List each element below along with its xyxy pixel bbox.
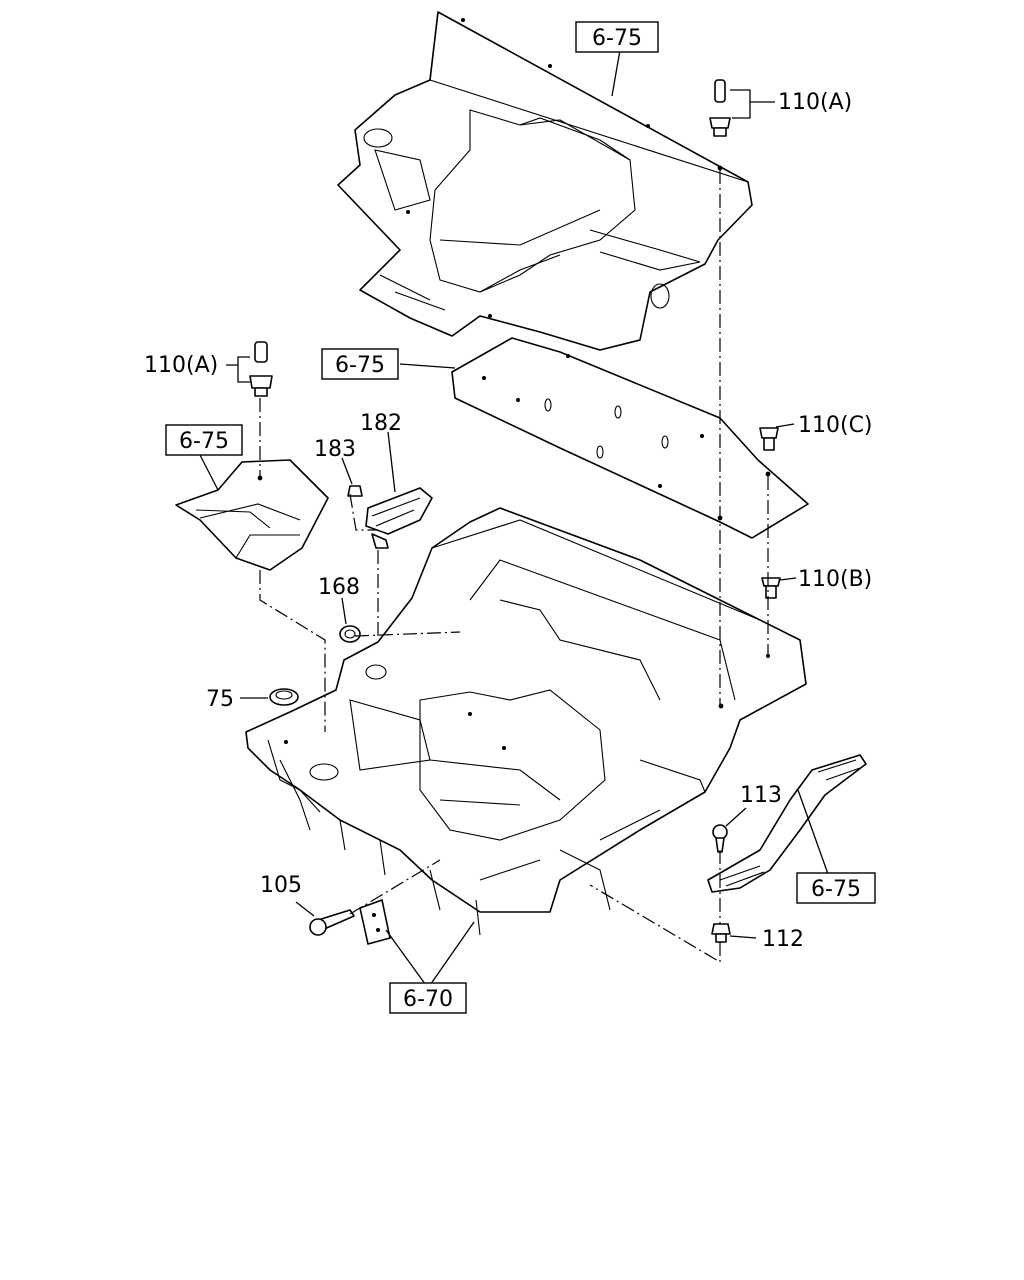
middle-plate <box>451 337 809 539</box>
clip-112 <box>711 923 731 943</box>
part-label-75: 75 <box>206 687 234 712</box>
part-label-183: 183 <box>314 437 356 462</box>
part-label-113: 113 <box>740 783 782 808</box>
ref-label-front-brackets: 6-70 <box>403 987 453 1012</box>
ref-box-left[interactable]: 6-75 <box>165 424 243 456</box>
part-label-112: 112 <box>762 927 804 952</box>
ref-label-middle: 6-75 <box>335 353 385 378</box>
bolt-105 <box>309 909 355 936</box>
upper-floor-panel <box>337 11 753 351</box>
ref-label-left: 6-75 <box>179 429 229 454</box>
ref-box-top[interactable]: 6-75 <box>575 21 659 53</box>
grommet-75 <box>269 688 299 706</box>
ref-label-top: 6-75 <box>592 26 642 51</box>
fastener-183 <box>347 485 363 497</box>
grommet-168 <box>339 625 361 643</box>
lower-floor-assembly <box>245 507 807 936</box>
fastener-110a-top <box>709 79 731 137</box>
side-step <box>707 754 867 893</box>
ref-box-side-step[interactable]: 6-75 <box>796 872 876 904</box>
alignment-lines <box>259 170 769 964</box>
ref-label-side-step: 6-75 <box>811 877 861 902</box>
ref-box-front-brackets[interactable]: 6-70 <box>389 982 467 1014</box>
part-label-110a-left: 110(A) <box>144 353 218 378</box>
part-label-105: 105 <box>260 873 302 898</box>
fastener-110b <box>761 577 781 599</box>
fastener-110c <box>759 427 779 451</box>
screw-113 <box>712 824 728 853</box>
part-label-110c: 110(C) <box>798 413 873 438</box>
part-label-110b: 110(B) <box>798 567 872 592</box>
part-label-168: 168 <box>318 575 360 600</box>
part-label-110a-top: 110(A) <box>778 90 852 115</box>
fastener-110a-left <box>249 341 273 397</box>
part-label-182: 182 <box>360 411 402 436</box>
leader-lines <box>199 49 829 989</box>
ref-box-middle[interactable]: 6-75 <box>321 348 399 380</box>
left-small-panel <box>175 459 329 571</box>
bracket-182 <box>365 487 433 549</box>
bracket-6-70 <box>359 899 391 945</box>
